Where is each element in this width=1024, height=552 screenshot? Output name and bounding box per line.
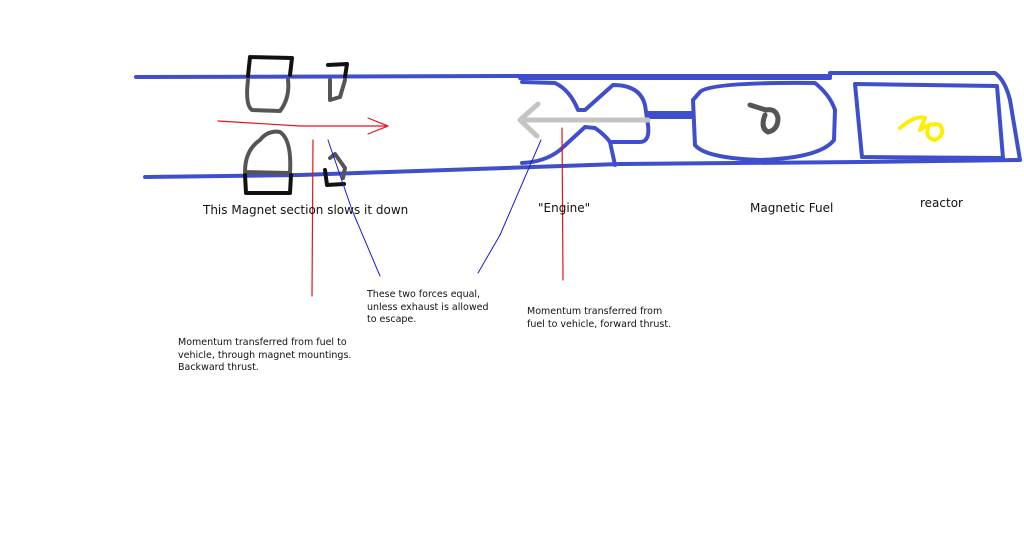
magnetic-fuel-label: Magnetic Fuel bbox=[750, 201, 834, 215]
fuel-blob-icon bbox=[747, 102, 781, 135]
forces-equal-note: These two forces equal, unless exhaust i… bbox=[367, 289, 489, 325]
engine-chamber bbox=[520, 80, 694, 167]
engine-label: "Engine" bbox=[538, 201, 591, 215]
reactor-core-icon bbox=[898, 115, 945, 142]
reactor-chamber bbox=[853, 82, 1005, 160]
forward-thrust-note: Momentum transferred from fuel to vehicl… bbox=[527, 306, 672, 330]
magnets bbox=[243, 55, 349, 195]
reactor-label: reactor bbox=[920, 196, 963, 210]
blue-pointer-right bbox=[477, 139, 542, 274]
red-pointer-backward bbox=[311, 139, 314, 297]
backward-thrust-note: Momentum transferred from fuel to vehicl… bbox=[178, 337, 352, 373]
blue-pointer-left bbox=[327, 139, 381, 277]
fuel-chamber bbox=[691, 80, 837, 162]
tube bbox=[134, 71, 1022, 179]
magnet-section-label: This Magnet section slows it down bbox=[203, 203, 409, 217]
momentum-arrow bbox=[217, 117, 389, 135]
exhaust-arrow-icon bbox=[517, 101, 651, 139]
red-pointer-forward bbox=[561, 127, 564, 281]
